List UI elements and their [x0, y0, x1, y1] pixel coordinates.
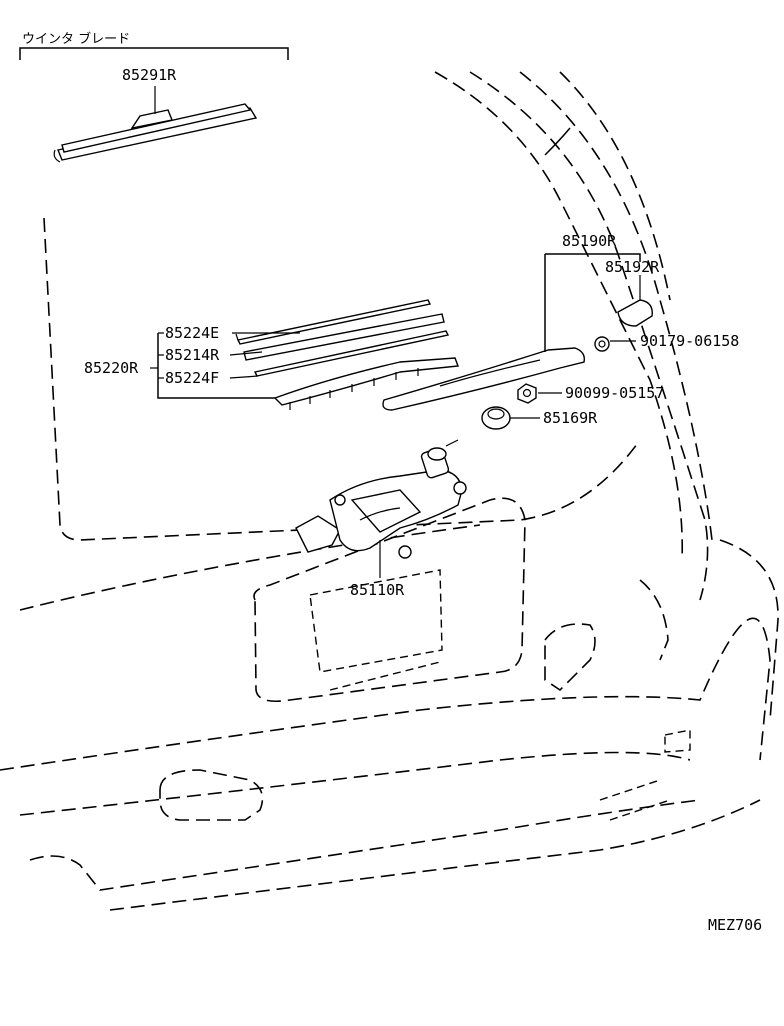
header-title: ウインタ ブレード	[22, 31, 130, 47]
callout-rubber-f: 85224F	[165, 369, 219, 387]
header-bracket: ウインタ ブレード	[19, 31, 289, 60]
callout-arm-group: 85190R	[562, 232, 617, 250]
arm-nut	[594, 336, 636, 352]
callout-motor: 85110R	[350, 581, 405, 599]
callout-nut: 90099-05157	[565, 384, 664, 402]
arm-cap	[617, 275, 653, 327]
callout-rubber-e: 85224E	[165, 324, 219, 342]
diagram-code: MEZ706	[708, 916, 762, 934]
wiper-blade	[53, 86, 258, 163]
callout-grommet: 85169R	[543, 409, 598, 427]
callout-cap: 85192R	[605, 258, 660, 276]
callout-backing: 85214R	[165, 346, 220, 364]
pivot-nut	[517, 383, 562, 404]
wiper-arm	[382, 253, 641, 411]
wiper-motor	[295, 439, 467, 578]
callout-bolt: 90179-06158	[640, 332, 739, 350]
blade-refill-parts	[235, 299, 459, 410]
vehicle-outline	[0, 71, 779, 911]
group-bracket-85220R	[150, 332, 300, 399]
callout-blade: 85291R	[122, 66, 177, 84]
callout-blade-sub-group: 85220R	[84, 359, 139, 377]
grommet	[481, 406, 540, 430]
